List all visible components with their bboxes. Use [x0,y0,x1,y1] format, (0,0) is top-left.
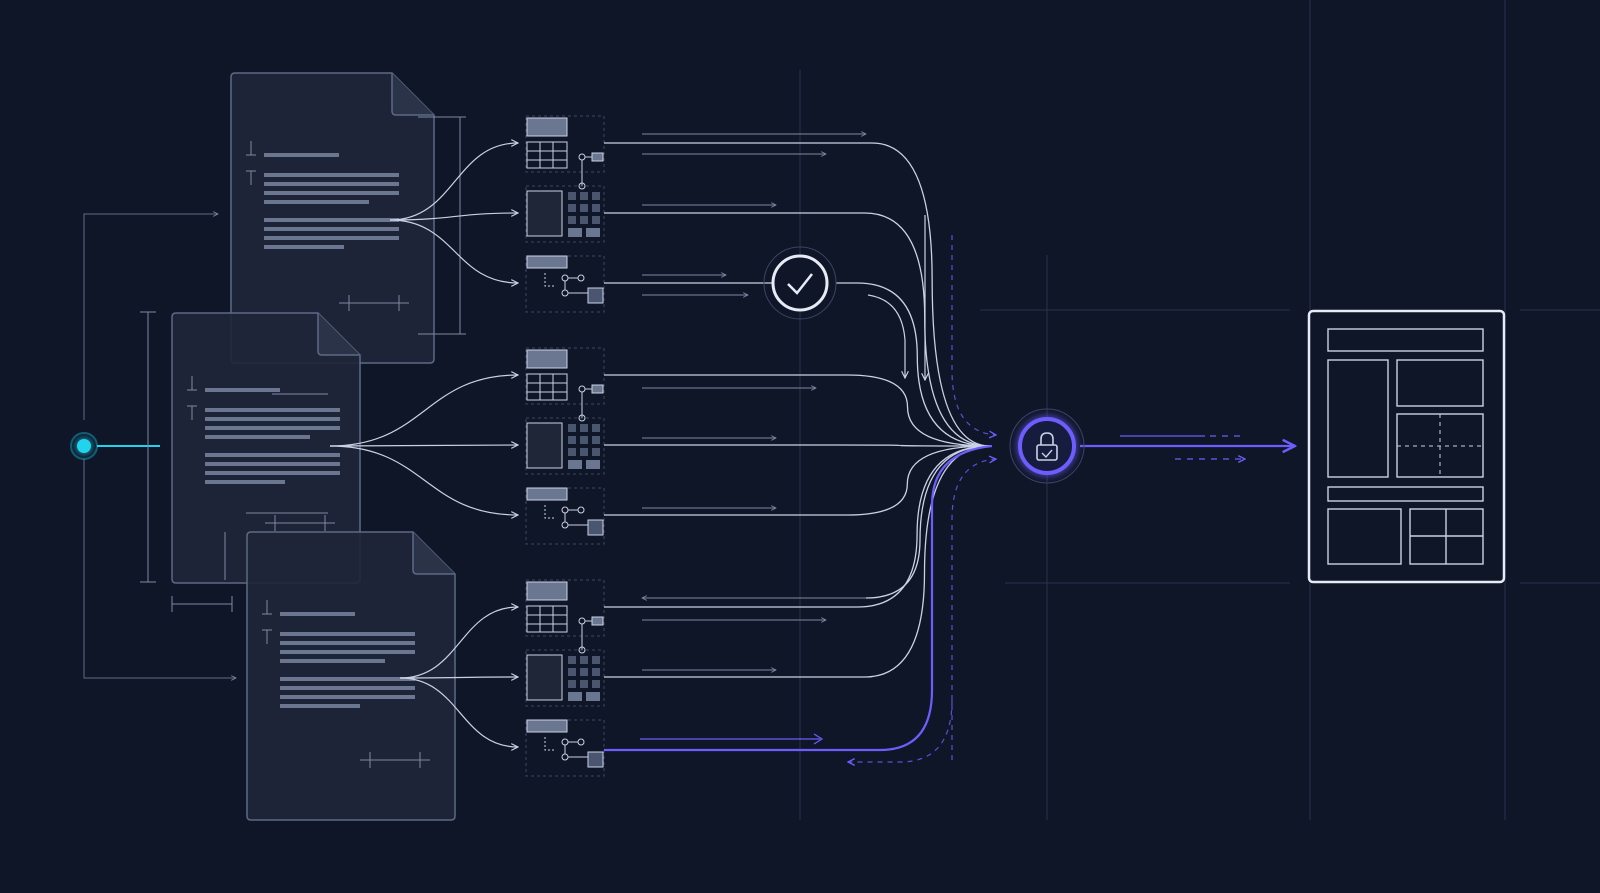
document-to-component-flows [329,143,518,747]
table-component[interactable] [525,115,605,186]
document-middle[interactable] [171,312,361,584]
validation-checkpoint[interactable] [763,246,837,320]
dimension-rulers [140,116,466,612]
short-arrows [642,134,866,670]
security-lock-node[interactable] [1009,408,1085,484]
table-component[interactable] [525,347,605,418]
documents [140,72,466,821]
source-node[interactable] [70,432,160,460]
layout-component[interactable] [525,646,605,707]
tree-component[interactable] [525,487,605,545]
component-group-2 [525,347,605,545]
document-text-lines [205,388,340,484]
document-text-lines [280,612,415,708]
layout-template-icon [1327,328,1484,565]
document-bottom[interactable] [246,531,456,821]
source-dot-icon [77,439,91,453]
source-bracket [83,214,236,678]
tree-component[interactable] [525,719,605,777]
dashed-guides [848,215,996,762]
dimension-marks [246,141,409,311]
layout-component[interactable] [525,182,605,243]
checkmark-icon [787,273,813,295]
dimension-marks [187,376,335,531]
table-component[interactable] [525,579,605,650]
component-group-3 [525,579,605,777]
tree-component[interactable] [525,255,605,313]
layout-component[interactable] [525,414,605,475]
component-group-1 [525,115,605,313]
extracted-components [525,115,605,777]
output-layout[interactable] [1307,309,1506,584]
document-text-lines [264,153,399,249]
dimension-marks [262,600,430,768]
secure-path [604,435,1295,752]
document-top[interactable] [230,72,435,364]
lock-icon [1036,432,1058,461]
